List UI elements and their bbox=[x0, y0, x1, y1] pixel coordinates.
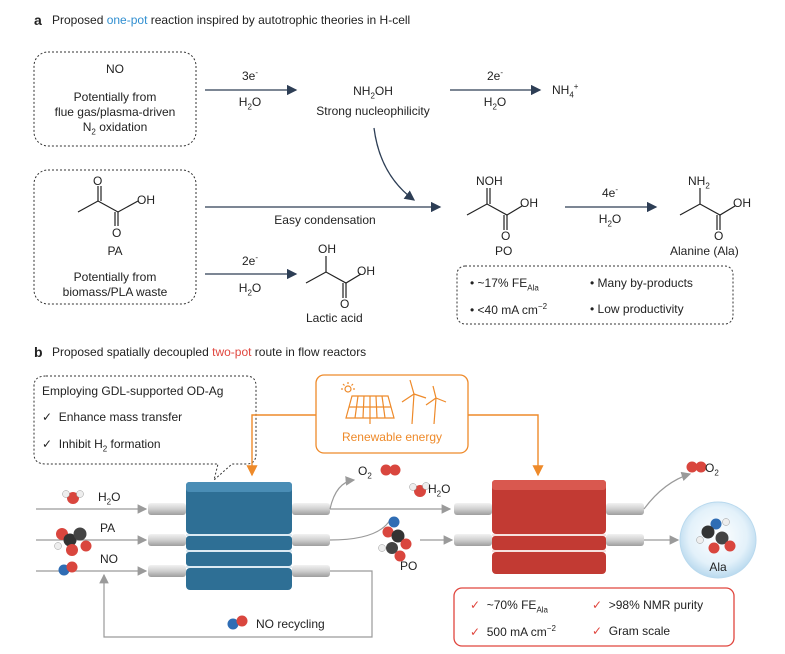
no-label: NO bbox=[106, 62, 124, 76]
arrow3-top-label: 4e- bbox=[601, 185, 619, 200]
po-molecule-icon bbox=[378, 516, 412, 562]
check-icon: ✓ bbox=[42, 437, 53, 451]
drawback-byproducts: • Many by-products bbox=[590, 276, 693, 290]
lactic-oh-top-label: OH bbox=[318, 242, 336, 256]
ala-molecule-icon bbox=[696, 518, 736, 554]
lactic-oh-label: OH bbox=[357, 264, 375, 278]
no-source-box bbox=[33, 51, 197, 147]
arrow2-bottom-label: H2O bbox=[483, 95, 507, 112]
no-source-line1: Potentially from bbox=[73, 90, 157, 104]
pa-o2-label: O bbox=[112, 226, 122, 240]
nh4-label: NH4+ bbox=[552, 82, 579, 100]
red-reactor bbox=[454, 480, 644, 574]
ala-o-label: O bbox=[714, 229, 724, 243]
arrow4-bottom-label: H2O bbox=[238, 281, 262, 298]
no-recycling-molecule-icon bbox=[227, 615, 248, 630]
nh2oh-desc: Strong nucleophilicity bbox=[316, 104, 430, 118]
callout-item1: ✓ Enhance mass transfer bbox=[42, 410, 183, 424]
no-recycling-label: NO recycling bbox=[256, 617, 325, 631]
pa-oh-label: OH bbox=[137, 193, 155, 207]
input-h2o-label: H2O bbox=[98, 490, 121, 507]
no-source-line2: flue gas/plasma-driven bbox=[54, 105, 176, 119]
benefit-scale: ✓ Gram scale bbox=[592, 624, 671, 638]
ala-oh-label: OH bbox=[733, 196, 751, 210]
callout-title: Employing GDL-supported OD-Ag bbox=[42, 384, 224, 398]
po-flow-label: PO bbox=[400, 559, 418, 573]
ala-flow-label: Ala bbox=[709, 560, 727, 574]
pa-o-label: O bbox=[93, 174, 103, 188]
pa-source-line2: biomass/PLA waste bbox=[62, 285, 168, 299]
pa-structure bbox=[77, 186, 139, 226]
h2o-mid-molecule-icon bbox=[409, 482, 430, 497]
nh2oh-label: NH2OH bbox=[353, 84, 393, 101]
o2-out-molecule-icon bbox=[686, 461, 707, 473]
renewable-label: Renewable energy bbox=[341, 430, 443, 444]
panel-a-letter: a bbox=[34, 12, 42, 28]
panel-b-letter: b bbox=[34, 344, 43, 360]
no-recycling-loop bbox=[99, 570, 373, 638]
power-line-right bbox=[468, 414, 544, 477]
ala-nh2-label: NH2 bbox=[688, 174, 710, 191]
ala-structure bbox=[679, 188, 736, 230]
o2-molecule-icon bbox=[380, 464, 401, 476]
drawback-current: • <40 mA cm−2 bbox=[470, 302, 548, 317]
blue-output-tubes bbox=[292, 503, 330, 577]
arrow-nh2oh-down bbox=[373, 127, 416, 201]
benefit-current: ✓ 500 mA cm−2 bbox=[470, 624, 556, 639]
input-tubes bbox=[148, 503, 186, 577]
lactic-structure bbox=[305, 256, 362, 298]
drawbacks-box bbox=[456, 265, 734, 325]
benefit-purity: ✓ >98% NMR purity bbox=[592, 598, 704, 612]
no-molecule-icon bbox=[58, 561, 78, 576]
input-no-label: NO bbox=[100, 552, 118, 566]
arrow1-bottom-label: H2O bbox=[238, 95, 262, 112]
po-noh-label: NOH bbox=[476, 174, 503, 188]
drawback-fe: • ~17% FEAla bbox=[470, 276, 539, 293]
condensation-label: Easy condensation bbox=[274, 213, 376, 227]
h2o-molecule-icon bbox=[62, 490, 84, 504]
lactic-name: Lactic acid bbox=[306, 311, 363, 325]
power-line-left bbox=[246, 414, 316, 477]
lactic-o-label: O bbox=[340, 297, 350, 311]
check-icon: ✓ bbox=[470, 598, 481, 612]
po-name: PO bbox=[495, 244, 513, 258]
o2-out2-label: O2 bbox=[705, 461, 719, 478]
po-structure bbox=[466, 188, 523, 230]
pa-name: PA bbox=[107, 244, 123, 258]
input-pa-label: PA bbox=[100, 521, 116, 535]
check-icon: ✓ bbox=[470, 625, 481, 639]
blue-reactor bbox=[186, 482, 292, 590]
no-source-line3: N2 oxidation bbox=[82, 120, 148, 137]
pa-source-box bbox=[33, 169, 197, 305]
check-icon: ✓ bbox=[42, 410, 53, 424]
benefit-fe: ✓ ~70% FEAla bbox=[470, 598, 548, 615]
check-icon: ✓ bbox=[592, 598, 603, 612]
panel-b-title: Proposed spatially decoupled two-pot rou… bbox=[52, 345, 367, 359]
arrow4-top-label: 2e- bbox=[241, 253, 259, 268]
callout-item2: ✓ Inhibit H2 formation bbox=[42, 437, 161, 454]
solar-panel-icon bbox=[341, 382, 395, 424]
po-o-label: O bbox=[501, 229, 511, 243]
po-oh-label: OH bbox=[520, 196, 538, 210]
pa-molecule-icon bbox=[54, 527, 92, 556]
panel-a-title: Proposed one-pot reaction inspired by au… bbox=[52, 13, 411, 27]
arrow2-top-label: 2e- bbox=[486, 68, 504, 83]
arrow1-top-label: 3e- bbox=[241, 68, 259, 83]
alanine-name: Alanine (Ala) bbox=[670, 244, 739, 258]
drawback-productivity: • Low productivity bbox=[590, 302, 684, 316]
wind-turbine-icon bbox=[401, 379, 447, 425]
pa-source-line1: Potentially from bbox=[73, 270, 157, 284]
o2-out-label: O2 bbox=[358, 464, 372, 481]
h2o-mid-label: H2O bbox=[428, 482, 451, 499]
renewable-box bbox=[315, 374, 469, 454]
arrow3-bottom-label: H2O bbox=[598, 212, 622, 229]
check-icon: ✓ bbox=[592, 624, 603, 638]
benefits-box bbox=[453, 587, 735, 647]
